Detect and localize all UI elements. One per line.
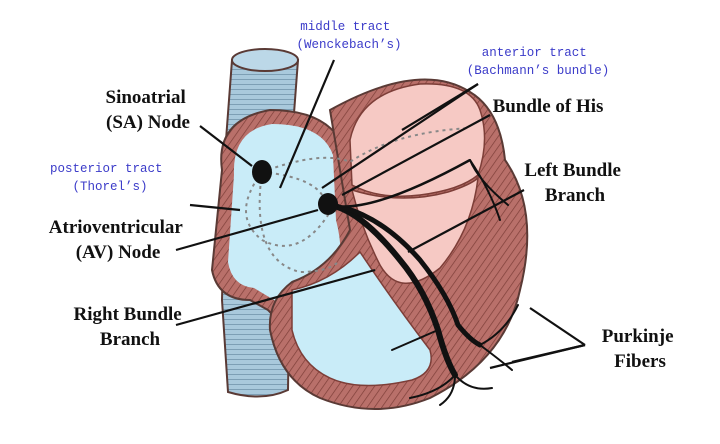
right-bundle-label-line2: Branch (100, 329, 161, 350)
av-node-label-line1: Atrioventricular (49, 217, 184, 238)
bundle-his-label: Bundle of His (493, 96, 604, 117)
middle-tract-label-line1: middle tract (300, 20, 390, 34)
right-ventricle (291, 250, 432, 387)
sa-node-label-line1: Sinoatrial (106, 87, 186, 108)
label-arrows (175, 59, 586, 370)
purkinje-label: Purkinje Fibers (602, 326, 679, 372)
middle-tract-label-line2: (Wenckebach’s) (296, 38, 401, 52)
posterior-tract-label-line2: (Thorel’s) (72, 180, 147, 194)
anterior-tract-label-line2: (Bachmann’s bundle) (467, 64, 610, 78)
sa-node-label-line2: (SA) Node (106, 112, 190, 133)
purkinje-label-line1: Purkinje (602, 326, 674, 347)
purkinje-label-line2: Fibers (614, 351, 666, 372)
right-bundle-label-line1: Right Bundle (74, 304, 182, 325)
av-node-label: Atrioventricular (AV) Node (49, 217, 187, 263)
left-ventricle (350, 176, 479, 284)
anterior-tract-label: anterior tract (Bachmann’s bundle) (467, 46, 610, 78)
left-bundle-label: Left Bundle Branch (524, 160, 625, 206)
left-bundle-label-line1: Left Bundle (524, 160, 621, 181)
posterior-tract-label-line1: posterior tract (50, 162, 163, 176)
middle-tract-label: middle tract (Wenckebach’s) (296, 20, 401, 52)
posterior-tract-label: posterior tract (Thorel’s) (50, 162, 170, 194)
conduction-system (327, 158, 519, 406)
av-node-label-line2: (AV) Node (76, 242, 161, 263)
anterior-tract-label-line1: anterior tract (482, 46, 587, 60)
av-node (318, 193, 338, 215)
right-bundle-label: Right Bundle Branch (74, 304, 187, 350)
sa-node (252, 160, 272, 184)
left-atrium (349, 83, 486, 197)
left-bundle-label-line2: Branch (545, 185, 606, 206)
sa-node-label: Sinoatrial (SA) Node (106, 87, 191, 133)
